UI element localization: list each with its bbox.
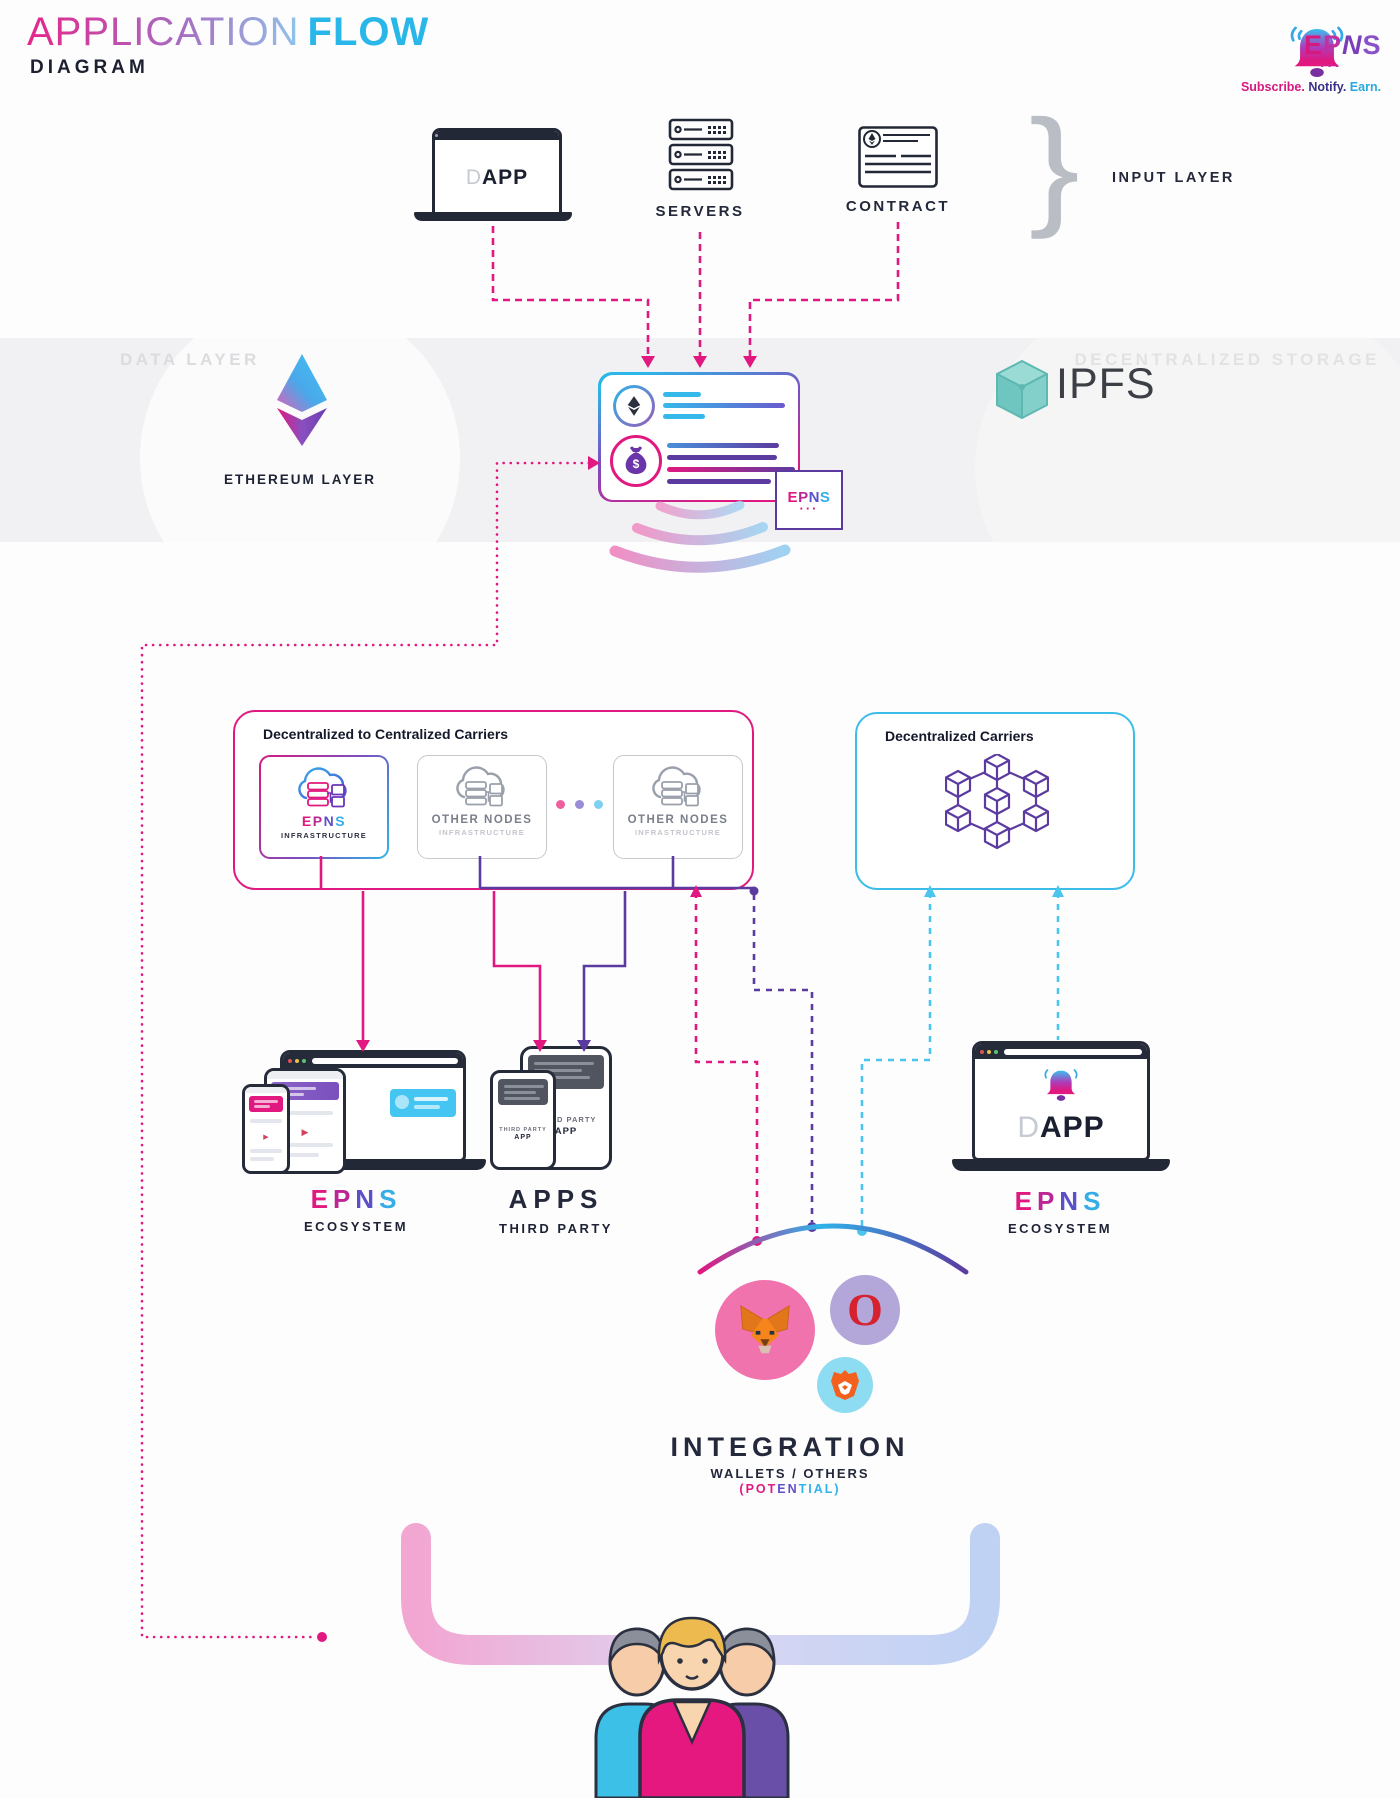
eth-circle-icon — [612, 384, 655, 427]
notif-line — [662, 413, 705, 419]
cloud-node-icon — [298, 767, 347, 808]
user-flow-swooshes — [401, 1523, 1000, 1665]
laptop-titlebar — [435, 131, 559, 140]
centralized-carriers-box: Decentralized to Centralized Carriers EP… — [233, 710, 754, 890]
epns-node-title: EPNS — [301, 813, 347, 829]
ipfs-halo — [975, 338, 1400, 542]
metamask-icon — [715, 1280, 815, 1380]
epns-logo-text: EPNS — [1304, 30, 1382, 60]
notif-line — [662, 402, 785, 408]
apps-thirdparty-label: APPS THIRD PARTY — [499, 1184, 613, 1236]
ellipsis-dot — [594, 800, 603, 809]
title-accent: FLOW — [307, 10, 430, 54]
epns-ecosystem-label-right: EPNS ECOSYSTEM — [1007, 1186, 1113, 1236]
other-nodes-subtitle: INFRASTRUCTURE — [439, 828, 525, 837]
ipfs-label: IPFS — [1056, 360, 1156, 408]
servers-icon — [668, 118, 734, 191]
notification-card: $ — [598, 372, 800, 502]
dapp-label: DAPP — [1017, 1111, 1105, 1144]
epns-badge: EPNS ··· — [775, 470, 843, 530]
ethereum-icon — [277, 354, 327, 446]
title-main: APPLICATION — [27, 10, 300, 54]
other-nodes-subtitle: INFRASTRUCTURE — [635, 828, 721, 837]
other-nodes-node: OTHER NODES INFRASTRUCTURE — [613, 755, 743, 859]
integration-arc — [697, 1223, 969, 1275]
epns-bell-icon — [1290, 26, 1344, 78]
laptop-base — [414, 212, 572, 221]
moneybag-icon: $ — [609, 434, 662, 487]
other-nodes-title: OTHER NODES — [627, 814, 729, 826]
brave-icon — [817, 1357, 873, 1413]
input-dashed-arrows — [491, 222, 900, 356]
page-subtitle: DIAGRAM — [30, 57, 149, 78]
thirdparty-phone-front-icon: THIRD PARTY APP — [490, 1070, 556, 1170]
cloud-node-icon — [652, 766, 701, 807]
cloud-node-icon — [456, 766, 505, 807]
integration-label: INTEGRATION WALLETS / OTHERS (POTENTIAL) — [670, 1432, 910, 1496]
opera-icon: O — [830, 1275, 900, 1345]
notif-line — [662, 391, 701, 397]
notification-toast — [390, 1089, 456, 1117]
ethereum-layer-label: ETHEREUM LAYER — [223, 472, 377, 487]
decentralized-storage-label: DECENTRALIZED STORAGE — [1074, 350, 1380, 369]
decentralized-carriers-box: Decentralized Carriers — [855, 712, 1135, 890]
other-nodes-title: OTHER NODES — [431, 814, 533, 826]
data-layer-label: DATA LAYER — [120, 350, 260, 369]
notif-line — [666, 454, 777, 460]
epns-tagline: Subscribe. Notify. Earn. — [1240, 80, 1382, 94]
dapp-ecosystem-laptop-icon: DAPP — [972, 1041, 1150, 1161]
input-layer-brace-icon: } — [1028, 92, 1080, 240]
cube-network-icon — [945, 754, 1049, 850]
users-icon — [594, 1616, 790, 1798]
ipfs-cube-icon — [996, 360, 1048, 419]
notif-line — [666, 442, 779, 448]
servers-label: SERVERS — [655, 203, 745, 220]
decentralized-carriers-title: Decentralized Carriers — [885, 728, 1034, 744]
epns-node-subtitle: INFRASTRUCTURE — [281, 831, 367, 840]
ellipsis-dot — [556, 800, 565, 809]
eth-mini-icon — [627, 395, 640, 416]
svg-text:$: $ — [632, 457, 639, 471]
ellipsis-dot — [575, 800, 584, 809]
laptop-base — [952, 1159, 1170, 1171]
other-nodes-node: OTHER NODES INFRASTRUCTURE — [417, 755, 547, 859]
play-icon: ▶ — [301, 1127, 309, 1137]
centralized-carriers-title: Decentralized to Centralized Carriers — [263, 726, 509, 742]
contract-icon — [858, 126, 938, 188]
epns-infrastructure-node: EPNS INFRASTRUCTURE — [259, 755, 389, 859]
epns-ecosystem-label: EPNS ECOSYSTEM — [303, 1184, 409, 1234]
epns-badge-text: EPNS — [787, 488, 831, 506]
epns-badge-dots: ··· — [799, 500, 819, 516]
epns-logo-dots: ··· — [1320, 58, 1342, 75]
thirdparty-app-text: THIRD PARTY — [499, 1127, 547, 1133]
play-icon: ▶ — [263, 1134, 269, 1141]
bell-icon — [1044, 1069, 1078, 1101]
input-layer-label: INPUT LAYER — [1112, 170, 1235, 186]
ecosystem-phone-icon: ▶ — [242, 1084, 290, 1174]
notif-line — [666, 478, 771, 484]
notif-line — [666, 466, 795, 472]
contract-label: CONTRACT — [845, 198, 951, 215]
